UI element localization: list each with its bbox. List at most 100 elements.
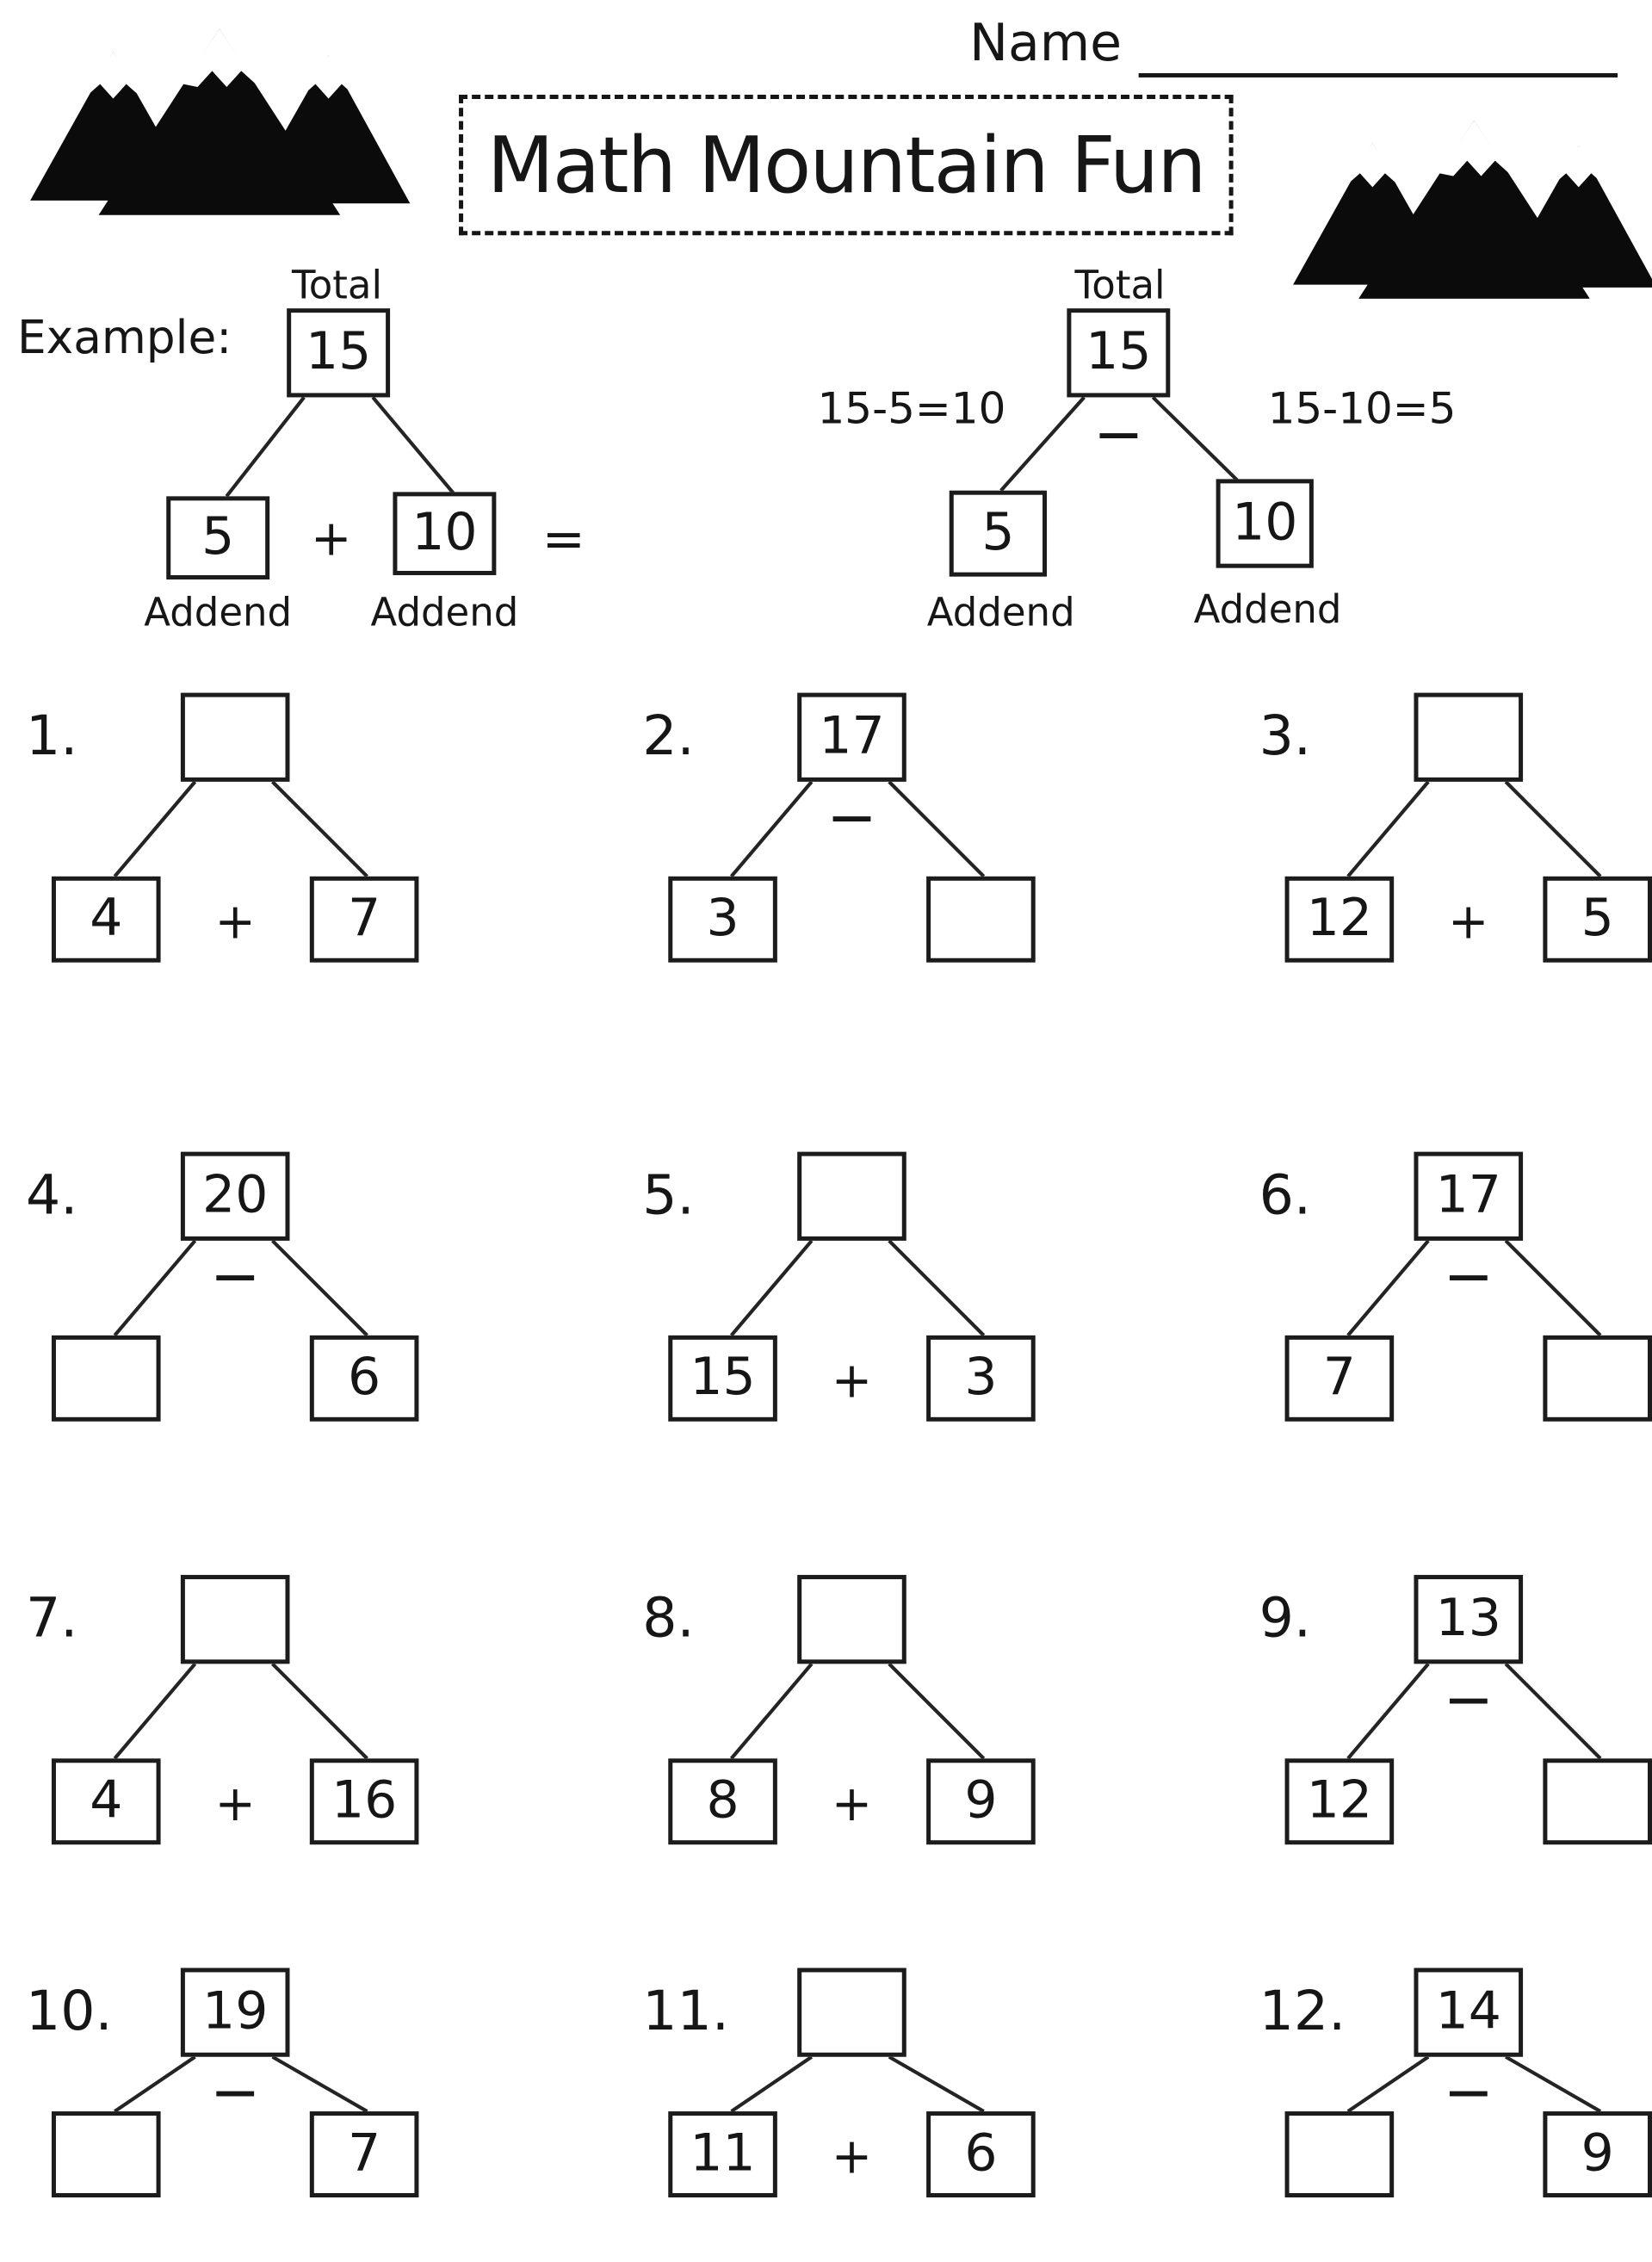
addend-caption-right: Addend: [1193, 587, 1342, 633]
mountains-left-icon: [30, 28, 411, 215]
right-addend-box: 7: [309, 2111, 419, 2198]
mountains-right-icon: [1293, 120, 1652, 299]
problem-number: 7.: [25, 1586, 78, 1650]
mountain-lines: [114, 2054, 368, 2113]
addend-caption-left: Addend: [144, 591, 293, 635]
left-addend-box: 12: [1284, 876, 1395, 963]
total-box[interactable]: [1414, 692, 1524, 782]
problems-grid: 1. 4 + 7 2. 17 − 3 3. 12 + 5 4.: [25, 692, 1652, 2198]
right-addend-box[interactable]: [1543, 1758, 1652, 1845]
equals-sign: =: [541, 511, 585, 570]
total-box[interactable]: [797, 1575, 906, 1664]
right-addend-box: 7: [309, 876, 419, 963]
plus-operator: +: [214, 893, 256, 951]
problem-number: 5.: [642, 1162, 695, 1227]
title-frame: Math Mountain Fun: [459, 94, 1234, 236]
right-addend-box[interactable]: [926, 876, 1036, 963]
total-box: 15: [287, 308, 391, 398]
right-addend-box: 10: [393, 492, 497, 575]
problem-number: 2.: [642, 703, 695, 768]
problem-number: 12.: [1259, 1979, 1346, 2043]
plus-operator: +: [831, 1776, 873, 1833]
math-mountain-problem: 6. 17 − 7: [1259, 1151, 1652, 1446]
total-box: 17: [797, 692, 906, 782]
example-addition-mountain: Example: Total 15 5 + 10 = Addend Addend: [17, 264, 648, 637]
name-label: Name: [969, 14, 1123, 73]
subtraction-equation-right: 15-10=5: [1267, 384, 1457, 435]
plus-operator: +: [1448, 893, 1489, 951]
math-mountain-problem: 4. 20 − 6: [25, 1151, 485, 1446]
name-fill-in-line[interactable]: [1138, 28, 1618, 77]
minus-operator: −: [209, 2056, 261, 2128]
addend-caption-left: Addend: [926, 591, 1075, 635]
left-addend-box[interactable]: [1284, 2111, 1395, 2198]
plus-operator: +: [311, 511, 352, 568]
total-box: 19: [180, 1968, 290, 2057]
mountain-lines: [113, 1662, 368, 1760]
math-mountain-problem: 7. 4 + 16: [26, 1575, 485, 1868]
example-label: Example:: [16, 309, 232, 365]
total-box[interactable]: [797, 1151, 906, 1241]
right-addend-box: 3: [926, 1335, 1036, 1422]
plus-operator: +: [831, 2129, 873, 2186]
problem-number: 1.: [25, 703, 78, 768]
left-addend-box: 7: [1284, 1335, 1395, 1422]
right-addend-box: 9: [1543, 2111, 1652, 2198]
left-addend-box[interactable]: [51, 1335, 161, 1422]
total-box[interactable]: [180, 1575, 290, 1664]
math-mountain-problem: 1. 4 + 7: [25, 692, 485, 987]
left-addend-box: 11: [668, 2111, 777, 2198]
minus-operator: −: [1443, 2056, 1494, 2128]
problem-number: 10.: [25, 1979, 113, 2043]
total-label: Total: [291, 263, 382, 309]
mountain-lines: [729, 1239, 986, 1337]
right-addend-box: 10: [1216, 479, 1314, 568]
math-mountain-problem: 3. 12 + 5: [1259, 692, 1652, 987]
mountain-lines: [729, 780, 986, 878]
minus-operator: −: [209, 1240, 261, 1311]
mountain-lines: [1346, 1662, 1602, 1760]
left-addend-box: 8: [668, 1758, 777, 1845]
math-mountain-problem: 11. 11 + 6: [642, 1968, 1101, 2261]
total-box: 14: [1414, 1968, 1524, 2057]
math-mountain-problem: 2. 17 − 3: [642, 692, 1101, 987]
total-box[interactable]: [797, 1968, 906, 2057]
math-mountain-problem: 5. 15 + 3: [642, 1151, 1101, 1446]
math-mountain-problem: 8. 8 + 9: [642, 1575, 1101, 1868]
mountain-lines: [729, 1662, 986, 1760]
left-addend-box: 4: [51, 1758, 161, 1845]
worksheet-page: Name Math Mountain Fun Example: Total 15…: [16, 14, 1652, 2198]
left-addend-box: 15: [668, 1335, 777, 1422]
minus-operator: −: [1443, 1664, 1494, 1734]
total-box: 15: [1067, 308, 1171, 398]
worksheet-title: Math Mountain Fun: [486, 120, 1206, 211]
problem-number: 4.: [25, 1162, 78, 1227]
problem-number: 8.: [642, 1586, 695, 1650]
mountain-lines: [1346, 780, 1602, 878]
mountain-lines: [1346, 1239, 1602, 1337]
plus-operator: +: [214, 1776, 256, 1833]
mountain-lines: [999, 395, 1241, 493]
mountain-lines: [730, 2054, 985, 2113]
total-box: 17: [1414, 1151, 1524, 1241]
left-addend-box: 5: [949, 490, 1048, 577]
minus-operator: −: [1092, 399, 1144, 469]
math-mountain-problem: 12. 14 − 9: [1259, 1968, 1652, 2261]
left-addend-box: 12: [1284, 1758, 1395, 1845]
right-addend-box: 6: [926, 2111, 1036, 2198]
right-addend-box: 6: [309, 1335, 419, 1422]
total-box: 20: [180, 1151, 290, 1241]
mountain-lines: [1346, 2054, 1602, 2113]
left-addend-box: 3: [668, 876, 777, 963]
mountain-lines: [113, 1239, 368, 1337]
math-mountain-problem: 10. 19 − 7: [26, 1968, 485, 2261]
minus-operator: −: [1443, 1240, 1494, 1311]
left-addend-box[interactable]: [51, 2111, 161, 2198]
plus-operator: +: [831, 1352, 873, 1410]
total-box[interactable]: [180, 692, 290, 782]
right-addend-box: 9: [926, 1758, 1036, 1845]
right-addend-box[interactable]: [1543, 1335, 1652, 1422]
total-box: 13: [1414, 1575, 1524, 1664]
left-addend-box: 4: [51, 876, 161, 963]
math-mountain-problem: 9. 13 − 12: [1259, 1575, 1652, 1868]
